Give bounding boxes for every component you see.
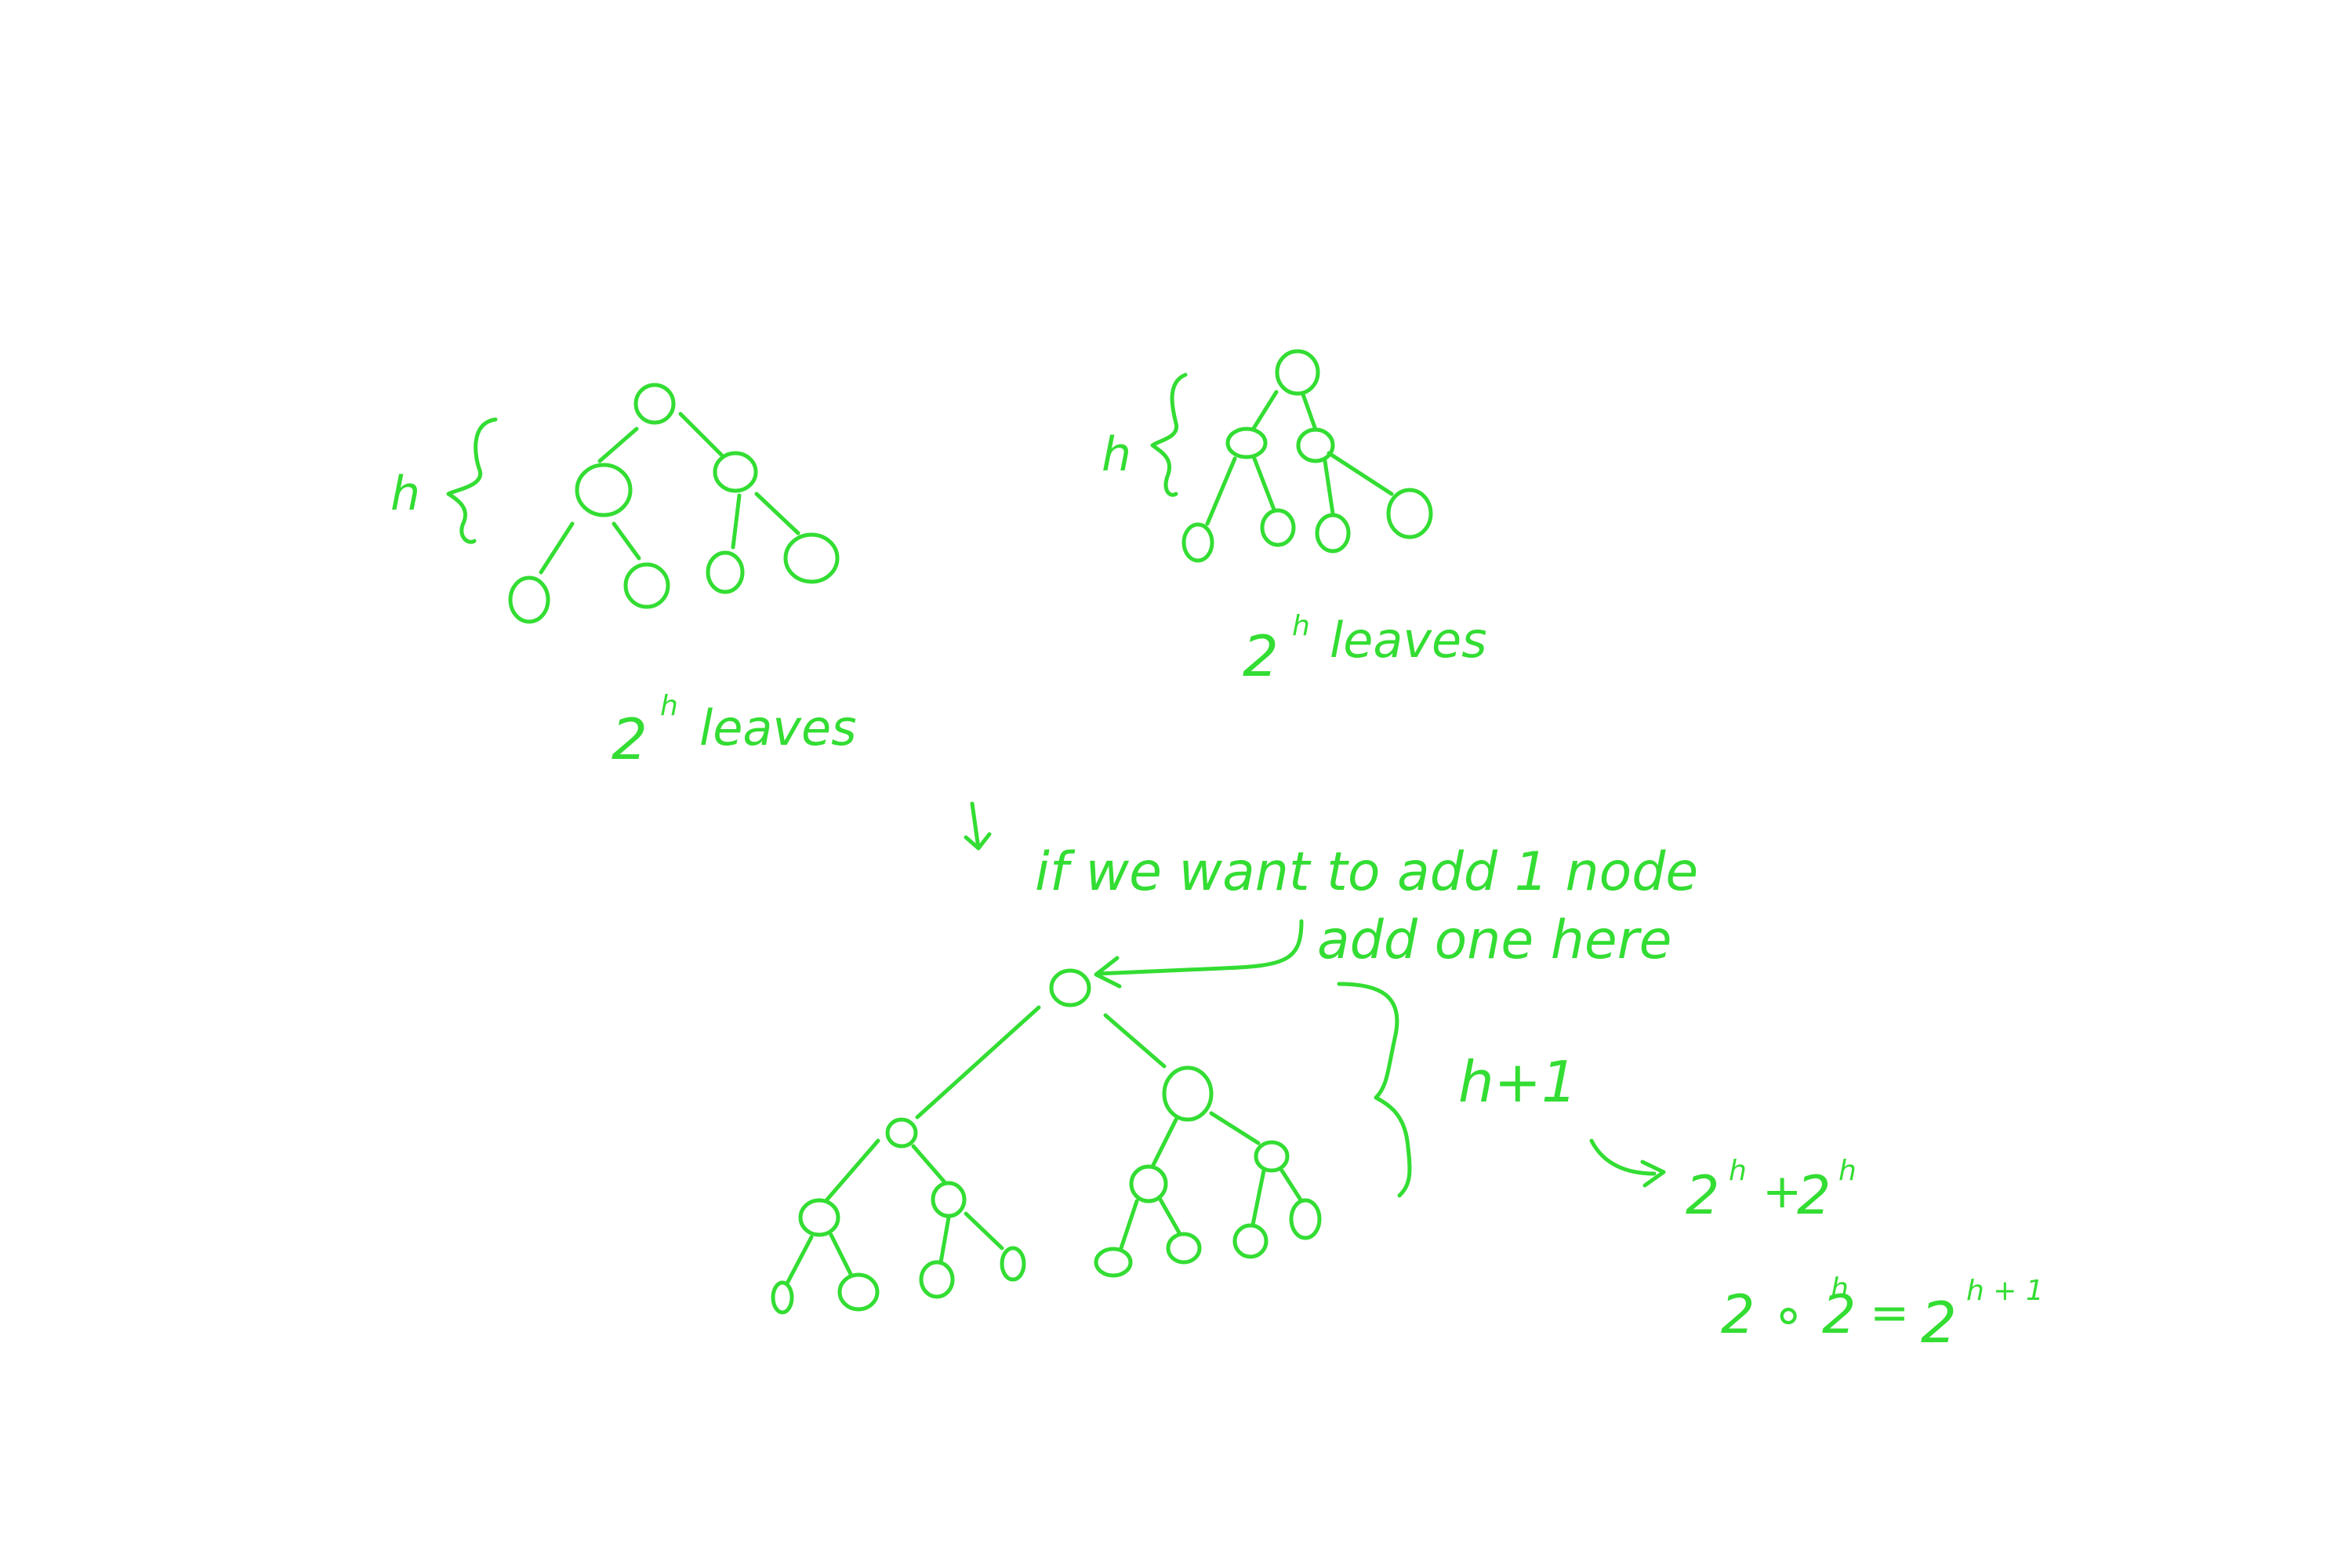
product-expression: 2 ∘ 2 h = 2 h + 1	[1721, 1272, 2044, 1356]
combined-tree-node	[1129, 1164, 1168, 1203]
left-tree-leaves-exponent: h	[660, 690, 678, 722]
right-tree-leaves-base: 2	[1243, 623, 1279, 689]
combined-height-brace	[1337, 982, 1412, 1198]
sum-arrow	[1589, 1138, 1657, 1176]
left-tree-edge	[612, 521, 641, 561]
sum-base-2: 2	[1797, 1165, 1831, 1227]
down-arrow	[964, 801, 992, 851]
combined-tree-leaf-node	[837, 1272, 880, 1312]
left-tree-edge	[731, 493, 742, 550]
combined-tree-edge	[938, 1215, 951, 1265]
combined-tree-leaf-node	[771, 1280, 794, 1315]
combined-tree-leaf-node	[919, 1260, 955, 1299]
combined-tree	[771, 919, 1666, 1315]
add-one-arrow	[1095, 919, 1304, 976]
right-tree-root-node	[1275, 349, 1320, 396]
combined-tree-node	[1162, 1065, 1214, 1122]
right-tree-edge	[1250, 390, 1279, 432]
left-tree-leaf-node	[623, 562, 670, 609]
sum-plus: +	[1762, 1164, 1802, 1219]
left-tree-leaves-word: leaves	[699, 699, 857, 757]
combined-tree-leaf-node	[1166, 1232, 1202, 1265]
combined-tree-node	[931, 1181, 967, 1218]
right-tree-height-brace	[1150, 372, 1188, 497]
sum-expression: 2 h + 2 h	[1686, 1155, 1857, 1227]
sum-exponent-2: h	[1838, 1155, 1857, 1187]
combined-tree-edge	[1158, 1197, 1182, 1236]
left-tree-height-brace	[446, 417, 498, 544]
left-tree-root-node	[633, 383, 676, 425]
right-tree-leaf-node	[1181, 522, 1214, 563]
combined-tree-leaf-node	[1000, 1246, 1026, 1282]
combined-tree-edge	[1250, 1168, 1266, 1227]
right-tree-height-label: h	[1102, 427, 1131, 482]
left-tree-leaf-node	[706, 550, 745, 594]
left-tree-edge	[597, 426, 639, 463]
left-tree-node	[713, 451, 758, 493]
right-tree-edge	[1205, 456, 1237, 526]
left-tree-leaf-node	[783, 532, 840, 584]
product-lhs: 2 ∘ 2	[1721, 1284, 1856, 1346]
right-tree-node	[1225, 426, 1268, 459]
combined-tree-edge	[1119, 1199, 1139, 1250]
combined-height-label: h+1	[1458, 1049, 1577, 1115]
product-lhs-exponent: h	[1831, 1272, 1849, 1305]
add-one-arrowhead	[1094, 956, 1122, 989]
left-tree-height-label: h	[390, 466, 420, 521]
right-tree-leaf-node	[1260, 508, 1296, 547]
combined-tree-edge	[915, 1005, 1041, 1120]
left-tree	[446, 383, 840, 624]
product-equals: =	[1870, 1286, 1909, 1341]
combined-tree-new-root-node	[1049, 968, 1091, 1007]
left-tree-edge	[678, 412, 724, 457]
right-tree-leaves-exponent: h	[1292, 610, 1310, 642]
sum-exponent-1: h	[1729, 1155, 1747, 1187]
right-tree	[1150, 349, 1433, 563]
combined-tree-edge	[1209, 1111, 1261, 1145]
combined-tree-edge	[825, 1138, 880, 1202]
left-tree-edge	[539, 521, 575, 575]
sum-base-1: 2	[1686, 1165, 1719, 1227]
left-tree-edge	[754, 492, 800, 535]
right-tree-leaf-node	[1315, 513, 1351, 554]
right-tree-edge	[1323, 459, 1335, 516]
combined-tree-edge	[1279, 1168, 1304, 1203]
left-tree-leaves-label: 2 h leaves	[612, 690, 857, 772]
combined-tree-node	[798, 1198, 840, 1237]
combined-tree-edge	[829, 1232, 853, 1276]
right-tree-leaves-label: 2 h leaves	[1243, 610, 1487, 689]
right-tree-leaves-word: leaves	[1330, 612, 1487, 669]
combined-tree-leaf-node	[1094, 1247, 1133, 1278]
combined-tree-edge	[1150, 1117, 1178, 1169]
sum-arrowhead	[1640, 1160, 1666, 1188]
right-tree-node	[1296, 427, 1335, 463]
combined-tree-node	[885, 1117, 918, 1149]
product-rhs-base: 2	[1921, 1290, 1957, 1356]
combined-tree-edge	[911, 1144, 947, 1185]
right-tree-leaf-node	[1386, 488, 1433, 539]
right-tree-edge	[1301, 392, 1318, 432]
product-rhs-exponent: h + 1	[1966, 1275, 2044, 1307]
combined-tree-leaf-node	[1232, 1223, 1269, 1259]
add-node-intro-text: if we want to add 1 node	[1035, 841, 1698, 903]
right-tree-edge	[1252, 456, 1276, 512]
right-tree-edge	[1327, 451, 1394, 496]
combined-tree-edge	[1103, 1013, 1167, 1069]
left-tree-leaf-node	[508, 575, 550, 624]
combined-tree-node	[1254, 1140, 1290, 1173]
add-one-here-note: add one here	[1317, 909, 1672, 971]
combined-tree-leaf-node	[1289, 1198, 1322, 1240]
left-tree-node	[575, 463, 633, 517]
combined-tree-edge	[786, 1235, 814, 1284]
combined-tree-edge	[964, 1211, 1004, 1250]
left-tree-leaves-base: 2	[612, 706, 648, 772]
